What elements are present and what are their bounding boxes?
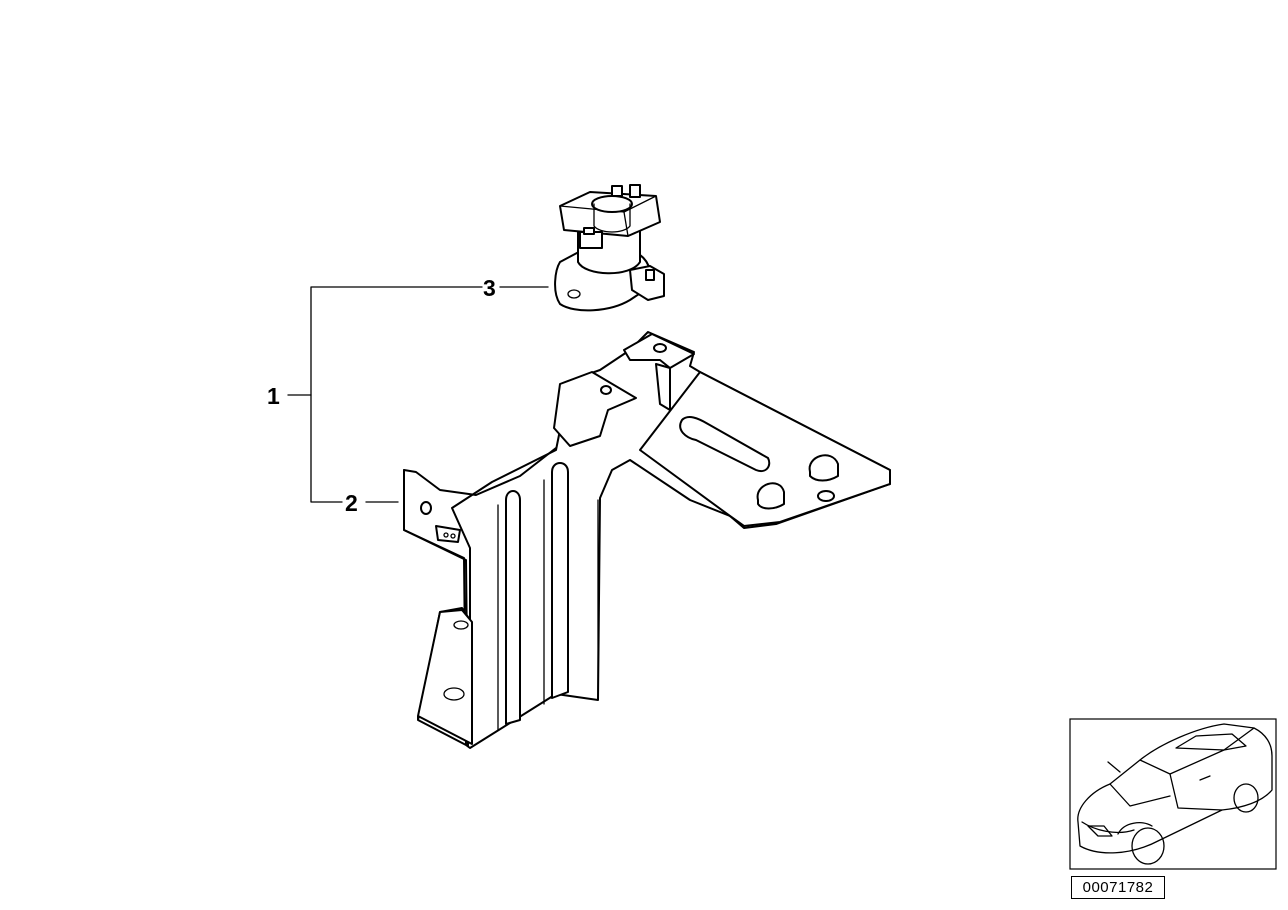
car-illustration	[1077, 723, 1273, 865]
part-3-switch[interactable]	[554, 184, 665, 312]
leader-lines	[287, 286, 549, 503]
callout-3[interactable]: 3	[483, 275, 496, 301]
diagram-reference-number: 00071782	[1071, 876, 1165, 899]
callout-2[interactable]: 2	[345, 490, 358, 516]
callout-1[interactable]: 1	[267, 383, 280, 409]
vehicle-thumbnail[interactable]	[1069, 718, 1277, 870]
part-2-bracket[interactable]	[403, 331, 891, 749]
